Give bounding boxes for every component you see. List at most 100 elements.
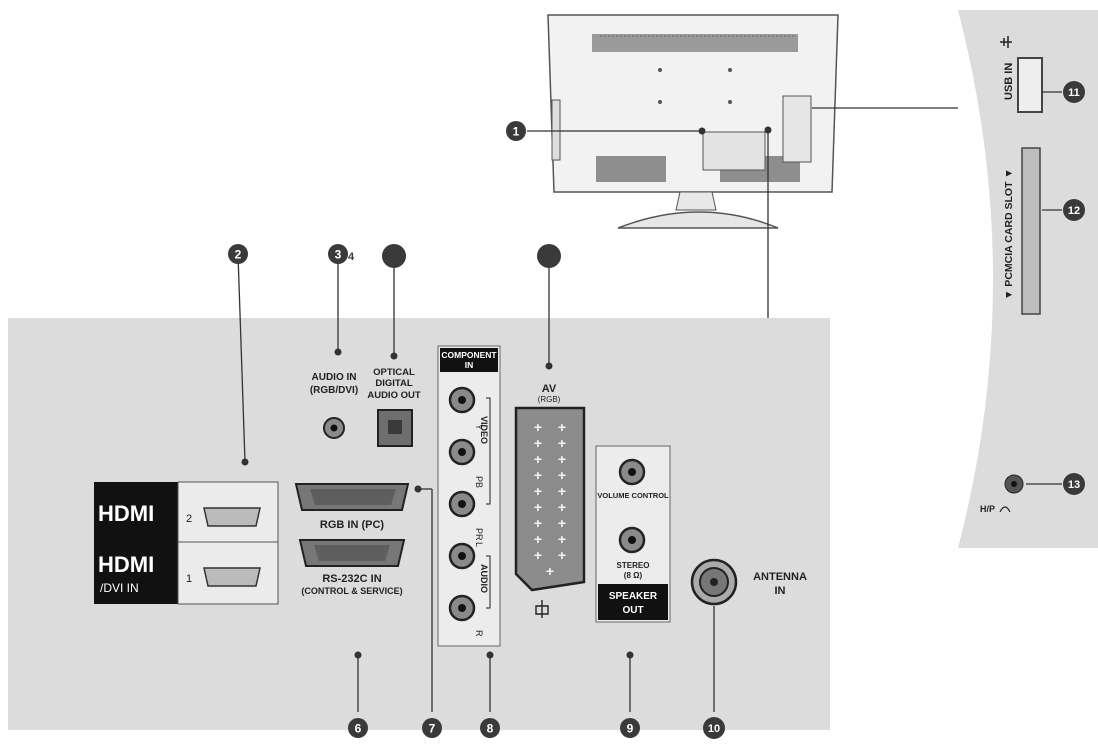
svg-text:+: +	[558, 451, 566, 467]
callout-9: 9	[620, 718, 640, 738]
tv-back-view	[547, 14, 839, 229]
scart-icon	[535, 600, 549, 618]
callout-3: 3	[328, 244, 348, 264]
speaker-out-tag	[598, 584, 668, 620]
antenna-label-1: ANTENNA	[753, 571, 807, 583]
svg-text:+: +	[534, 515, 542, 531]
callout-2: 2	[228, 244, 248, 264]
optical-out-port-hole	[388, 420, 402, 434]
svg-text:3: 3	[335, 248, 342, 262]
component-header	[440, 348, 498, 372]
callout-1: 1	[506, 121, 526, 141]
stereo-sub-label: (8 Ω)	[624, 571, 643, 580]
usb-in-label: USB IN	[1003, 63, 1015, 100]
optical-label-3: AUDIO OUT	[367, 390, 421, 401]
svg-text:1: 1	[513, 125, 520, 139]
stereo-jack-hole	[628, 536, 636, 544]
svg-text:+: +	[534, 435, 542, 451]
rs232c-sub-label: (CONTROL & SERVICE)	[301, 586, 402, 596]
headphone-icon	[999, 506, 1011, 513]
r-label: R	[474, 630, 484, 637]
callout-av	[537, 244, 561, 268]
stereo-label: STEREO	[617, 561, 650, 570]
audio-in-jack-hole	[330, 424, 338, 432]
svg-text:+: +	[546, 563, 554, 579]
svg-text:10: 10	[708, 723, 720, 735]
component-label-2: IN	[465, 360, 474, 370]
headphone-label: H/P	[980, 504, 995, 514]
svg-text:+: +	[534, 451, 542, 467]
hdmi-block	[94, 481, 279, 605]
audio-label: AUDIO	[479, 564, 489, 593]
audio-in-label: AUDIO IN	[312, 372, 357, 383]
optical-label-2: DIGITAL	[375, 378, 412, 389]
pcmcia-label: ▼ PCMCIA CARD SLOT ▼	[1003, 168, 1015, 300]
rgb-in-port-face	[310, 489, 396, 505]
svg-text:6: 6	[355, 722, 362, 736]
svg-text:+: +	[558, 499, 566, 515]
callout-8: 8	[480, 718, 500, 738]
svg-text:11: 11	[1068, 87, 1080, 99]
leader-lines	[237, 91, 1062, 712]
speaker-out-label-1: SPEAKER	[609, 591, 658, 602]
rs232c-port-face	[314, 545, 390, 561]
video-bracket	[486, 397, 491, 505]
svg-text:+: +	[558, 515, 566, 531]
av-label: AV	[542, 383, 557, 395]
svg-text:+: +	[534, 499, 542, 515]
callout-12: 12	[1063, 199, 1085, 221]
leader-dots	[241, 126, 772, 659]
svg-text:+: +	[558, 531, 566, 547]
rgb-in-label: RGB IN (PC)	[320, 519, 385, 531]
usb-icon	[1000, 36, 1012, 48]
component-jacks	[448, 386, 476, 622]
svg-text:13: 13	[1068, 479, 1080, 491]
callout-6: 6	[348, 718, 368, 738]
svg-text:2: 2	[235, 248, 242, 262]
pb-label: PB	[474, 476, 484, 488]
hdmi1-logo: HDMI	[98, 552, 154, 577]
svg-text:+: +	[558, 547, 566, 563]
svg-text:+: +	[558, 483, 566, 499]
antenna-in-port-pin	[710, 578, 718, 586]
antenna-label-2: IN	[775, 585, 786, 597]
svg-text:12: 12	[1068, 205, 1080, 217]
av-sub-label: (RGB)	[538, 395, 561, 404]
side-panel	[958, 10, 1098, 548]
l-label: L	[474, 542, 484, 547]
svg-text:8: 8	[487, 722, 494, 736]
svg-text:+: +	[558, 419, 566, 435]
component-label-1: COMPONENT	[441, 350, 497, 360]
y-label: Y	[474, 424, 484, 430]
svg-text:+: +	[534, 467, 542, 483]
optical-label-1: OPTICAL	[373, 367, 415, 378]
speaker-out-label-2: OUT	[622, 605, 643, 616]
rs232c-label: RS-232C IN	[322, 573, 381, 585]
hdmi2-logo: HDMI	[98, 501, 154, 526]
svg-text:+: +	[534, 547, 542, 563]
pr-label: PR	[474, 528, 484, 541]
audio-in-sub-label: (RGB/DVI)	[310, 385, 358, 396]
hdmi1-number: 1	[186, 573, 192, 585]
callout-7: 7	[422, 718, 442, 738]
svg-text:+: +	[534, 419, 542, 435]
svg-text:7: 7	[429, 722, 436, 736]
callout-11: 11	[1063, 81, 1085, 103]
callout-4: 4	[348, 251, 355, 263]
av-scart-port	[514, 406, 586, 592]
callout-5	[382, 244, 406, 268]
audio-bracket	[486, 555, 491, 609]
callout-13: 13	[1063, 473, 1085, 495]
svg-text:4: 4	[348, 251, 355, 263]
svg-text:9: 9	[627, 722, 634, 736]
svg-text:+: +	[558, 435, 566, 451]
svg-text:+: +	[534, 483, 542, 499]
svg-text:+: +	[534, 531, 542, 547]
dvi-in-label: /DVI IN	[100, 581, 139, 595]
scart-pins: ++ ++ ++ ++ ++ ++ ++ ++ ++ +	[534, 419, 566, 579]
hdmi2-number: 2	[186, 513, 192, 525]
volume-control-label: VOLUME CONTROL	[597, 491, 669, 500]
video-label: VIDEO	[479, 416, 489, 444]
